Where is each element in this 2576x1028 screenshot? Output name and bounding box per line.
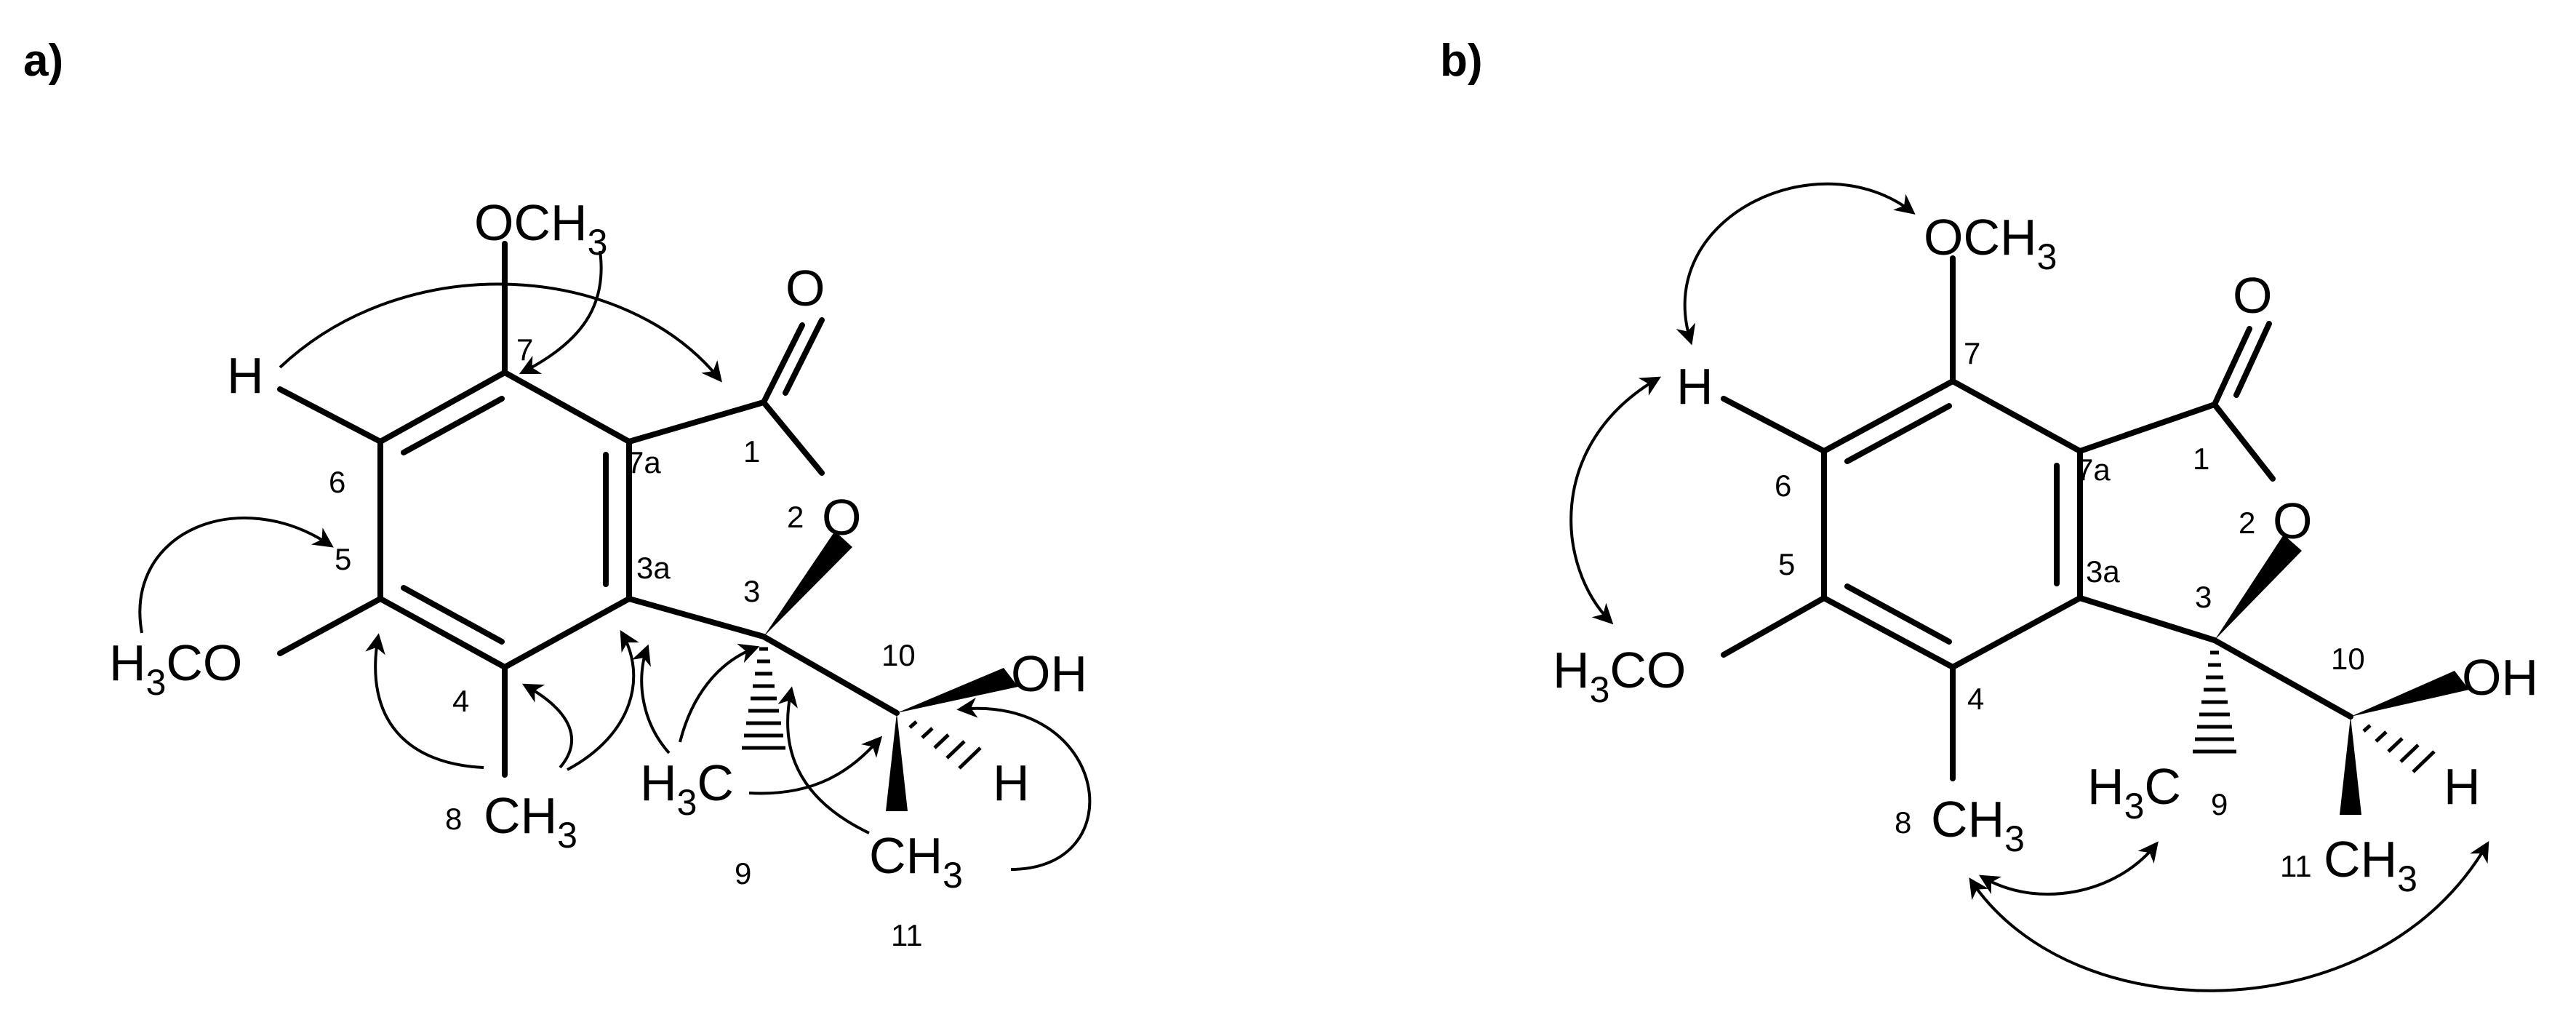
b-pos-1: 1 [2193, 442, 2209, 476]
a-arrow-ch3-to-c5 [365, 633, 484, 769]
panel-a: a) [23, 36, 1092, 952]
b-ring-oxygen: O [2273, 493, 2312, 549]
a-arrow-ch3-11-to-c10 [956, 697, 1092, 871]
a-h3c-9: H3C [640, 754, 734, 823]
a-arrow-h3c-to-c10 [748, 736, 883, 795]
b-arrow-ch3-8-ch3-11 [1969, 840, 2489, 992]
a-pos-4: 4 [452, 684, 469, 718]
a-arrow-h6-to-c1 [279, 282, 722, 383]
a-pos-6: 6 [329, 465, 345, 499]
b-ch3-11: CH3 [2324, 831, 2417, 899]
a-arrow-h3co-to-c5 [138, 517, 334, 634]
b-h6: H [1676, 358, 1713, 415]
a-hydroxyl: OH [1011, 645, 1087, 702]
a-ring-oxygen: O [822, 489, 861, 546]
a-h6: H [227, 347, 264, 404]
b-pos-4: 4 [1967, 682, 1984, 716]
a-h3co-left: H3CO [109, 634, 242, 703]
a-pos-10: 10 [881, 638, 916, 672]
b-pos-7a: 7a [2076, 453, 2111, 487]
a-ch3-11: CH3 [869, 827, 963, 896]
a-pos-9: 9 [735, 856, 751, 890]
b-arrow-h6-h3co [1569, 376, 1662, 625]
a-arrow-ch3-11-to-c3 [777, 686, 870, 834]
a-pos-2: 2 [787, 500, 804, 534]
b-pos-2: 2 [2239, 506, 2255, 540]
a-pos-3a: 3a [636, 551, 671, 585]
b-hydroxyl: OH [2462, 649, 2538, 706]
panel-b-label: b) [1440, 36, 1483, 86]
a-pos-3: 3 [743, 574, 760, 608]
a-arrow-h3c-to-c3a [631, 644, 671, 754]
b-carbonyl-oxygen: O [2233, 267, 2272, 324]
a-carbonyl-oxygen: O [785, 260, 825, 316]
molecule-a-bonds [277, 241, 900, 778]
molecule-b-correlation-arrows [1569, 182, 2489, 992]
a-pos-1: 1 [743, 434, 760, 469]
b-arrow-h6-och3 [1676, 182, 1916, 346]
a-arrow-h3c-to-c3 [679, 643, 760, 743]
a-arrow-ch3-to-c3a [567, 629, 639, 771]
molecule-b-stereo-bonds [2193, 535, 2469, 815]
a-och3-top: OCH3 [474, 194, 607, 263]
a-pos-8: 8 [445, 802, 462, 836]
molecule-a-stereo-bonds [742, 531, 1018, 811]
molecule-b-atoms: O O H OCH3 H3CO CH3 H3C OH H CH3 [1553, 209, 2538, 899]
a-ch3-8: CH3 [484, 787, 577, 856]
panel-b: b) [1440, 36, 2538, 992]
b-pos-3a: 3a [2086, 554, 2120, 589]
molecule-a-atoms: O O H OCH3 H3CO CH3 H3C OH H CH3 [109, 194, 1087, 896]
a-arrow-och3-to-c7 [519, 250, 603, 375]
b-h3c-9: H3C [2087, 758, 2181, 826]
molecule-b-numbers: 1 2 3 3a 4 5 6 7 7a 8 9 10 11 [1775, 336, 2365, 883]
a-pos-5: 5 [335, 542, 351, 576]
b-pos-7: 7 [1964, 336, 1980, 370]
b-pos-10: 10 [2331, 642, 2365, 676]
b-och3-top: OCH3 [1924, 209, 2057, 277]
a-pos-11: 11 [891, 918, 923, 952]
molecule-a-numbers: 1 2 3 3a 4 5 6 7 7a 8 9 10 11 [329, 332, 923, 952]
b-pos-6: 6 [1775, 469, 1791, 503]
b-ch3-8: CH3 [1931, 791, 2025, 859]
b-h3co-left: H3CO [1553, 642, 1686, 710]
molecule-b-bonds [1721, 255, 2353, 781]
b-pos-5: 5 [1778, 547, 1795, 581]
molecule-a-correlation-arrows [138, 250, 1092, 871]
a-arrow-ch3-to-c4 [521, 683, 573, 769]
a-h10: H [993, 754, 1030, 811]
a-pos-7: 7 [516, 332, 533, 367]
b-pos-11: 11 [2280, 849, 2312, 883]
b-h10: H [2444, 758, 2481, 815]
a-pos-7a: 7a [627, 445, 661, 479]
b-pos-8: 8 [1895, 805, 1911, 840]
panel-a-label: a) [23, 36, 63, 86]
b-pos-3: 3 [2195, 580, 2212, 614]
b-pos-9: 9 [2211, 787, 2228, 821]
